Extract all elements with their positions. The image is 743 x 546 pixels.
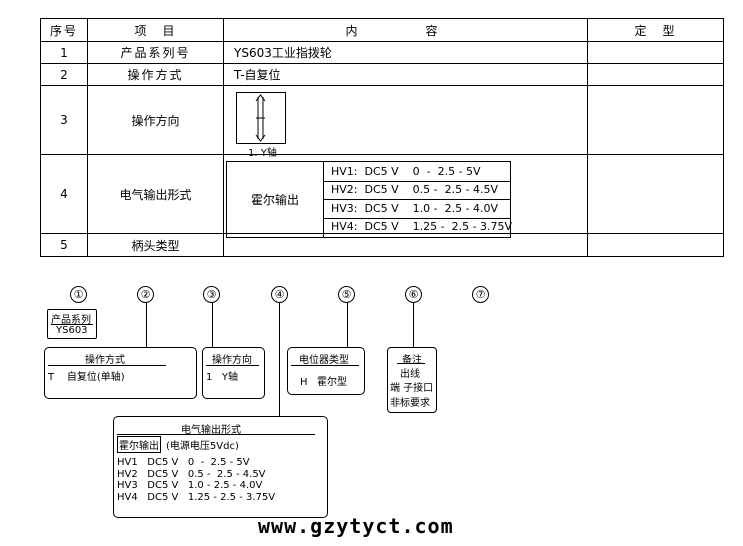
circled-number-2: ②: [137, 286, 154, 303]
header-item: 项 目: [87, 18, 224, 42]
series-box: 产品系列 YS603: [47, 309, 97, 339]
output-box: 电气输出形式 霍尔输出 (电源电压5Vdc) HV1 DC5 V 0 - 2.5…: [113, 416, 328, 518]
connector-line: [279, 303, 280, 416]
circled-number-5: ⑤: [338, 286, 355, 303]
table-header-row: 序号 项 目 内 容 定 型: [40, 18, 724, 42]
divider: [324, 181, 510, 182]
connector-line: [146, 303, 147, 347]
row-item: 操作方向: [87, 85, 224, 155]
remarks-line: 端 子接口: [390, 383, 434, 394]
direction-label: 1. Y轴: [248, 148, 277, 159]
output-hall-label: 霍尔输出: [117, 436, 161, 453]
operation-box-value: T 自复位(单轴): [48, 372, 125, 383]
output-hall-note: (电源电压5Vdc): [166, 441, 239, 452]
row-no: 5: [40, 233, 88, 257]
hall-row: HV1: DC5 V 0 - 2.5 - 5V: [331, 165, 481, 178]
header-content: 内 容: [223, 18, 588, 42]
output-row: HV4 DC5 V 1.25 - 2.5 - 3.75V: [117, 492, 276, 503]
divider: [324, 218, 510, 219]
divider: [117, 434, 315, 435]
direction-box: 操作方向 1 Y轴: [202, 347, 265, 399]
operation-box-title: 操作方式: [85, 355, 125, 366]
table-row: 4 电气输出形式: [40, 154, 724, 234]
operation-box: 操作方式 T 自复位(单轴): [44, 347, 197, 399]
row-no: 3: [40, 85, 88, 155]
row-type: [587, 154, 724, 234]
hall-row: HV2: DC5 V 0.5 - 2.5 - 4.5V: [331, 183, 499, 196]
hall-row: HV4: DC5 V 1.25 - 2.5 - 3.75V: [331, 220, 513, 233]
table-row: 2 操作方式 T-自复位: [40, 63, 724, 86]
output-row: HV1 DC5 V 0 - 2.5 - 5V: [117, 457, 250, 468]
potentiometer-box: 电位器类型 H 霍尔型: [287, 347, 365, 395]
row-content: T-自复位: [223, 63, 588, 86]
row-content: YS603工业指拨轮: [223, 41, 588, 64]
output-row: HV3 DC5 V 1.0 - 2.5 - 4.0V: [117, 480, 263, 491]
divider: [324, 199, 510, 200]
output-box-title: 电气输出形式: [181, 425, 241, 436]
table-row: 1 产品系列号 YS603工业指拨轮: [40, 41, 724, 64]
hall-output-name: 霍尔输出: [250, 193, 299, 207]
row-type: [587, 85, 724, 155]
direction-box-value: 1 Y轴: [206, 372, 239, 383]
circled-number-3: ③: [203, 286, 220, 303]
row-item: 操作方式: [87, 63, 224, 86]
table-row: 3 操作方向: [40, 85, 724, 155]
divider: [397, 363, 425, 364]
row-no: 2: [40, 63, 88, 86]
row-no: 4: [40, 154, 88, 234]
remarks-box: 备注 出线 端 子接口 非标要求: [387, 347, 437, 413]
remarks-box-title: 备注: [402, 355, 422, 366]
row-content: [223, 154, 588, 234]
remarks-line: 出线: [400, 369, 420, 380]
series-box-value: YS603: [56, 325, 88, 336]
row-type: [587, 41, 724, 64]
divider: [323, 162, 324, 237]
hall-output-table: 霍尔输出 HV1: DC5 V 0 - 2.5 - 5V HV2: DC5 V …: [226, 161, 513, 238]
direction-box-title: 操作方向: [212, 355, 252, 366]
circled-number-1: ①: [70, 286, 87, 303]
header-type: 定 型: [587, 18, 724, 42]
connector-line: [347, 303, 348, 347]
connector-line: [212, 303, 213, 347]
direction-drawing: [236, 92, 286, 144]
row-item: 电气输出形式: [87, 154, 224, 234]
potentiometer-box-title: 电位器类型: [299, 355, 349, 366]
divider: [51, 324, 93, 325]
remarks-line: 非标要求: [390, 398, 430, 409]
divider: [48, 365, 166, 366]
connector-line: [413, 303, 414, 347]
circled-number-6: ⑥: [405, 286, 422, 303]
output-row: HV2 DC5 V 0.5 - 2.5 - 4.5V: [117, 469, 266, 480]
row-type: [587, 233, 724, 257]
row-item: 柄头类型: [87, 233, 224, 257]
circled-number-7: ⑦: [472, 286, 489, 303]
circled-number-4: ④: [271, 286, 288, 303]
divider: [206, 365, 259, 366]
row-no: 1: [40, 41, 88, 64]
hall-row: HV3: DC5 V 1.0 - 2.5 - 4.0V: [331, 202, 499, 215]
divider: [291, 365, 359, 366]
y-axis-arrow-icon: [255, 94, 266, 142]
series-box-title: 产品系列: [51, 315, 91, 326]
row-type: [587, 63, 724, 86]
potentiometer-box-value: H 霍尔型: [300, 377, 348, 388]
row-item: 产品系列号: [87, 41, 224, 64]
website-watermark: www.gzytyct.com: [258, 514, 454, 538]
header-no: 序号: [40, 18, 88, 42]
